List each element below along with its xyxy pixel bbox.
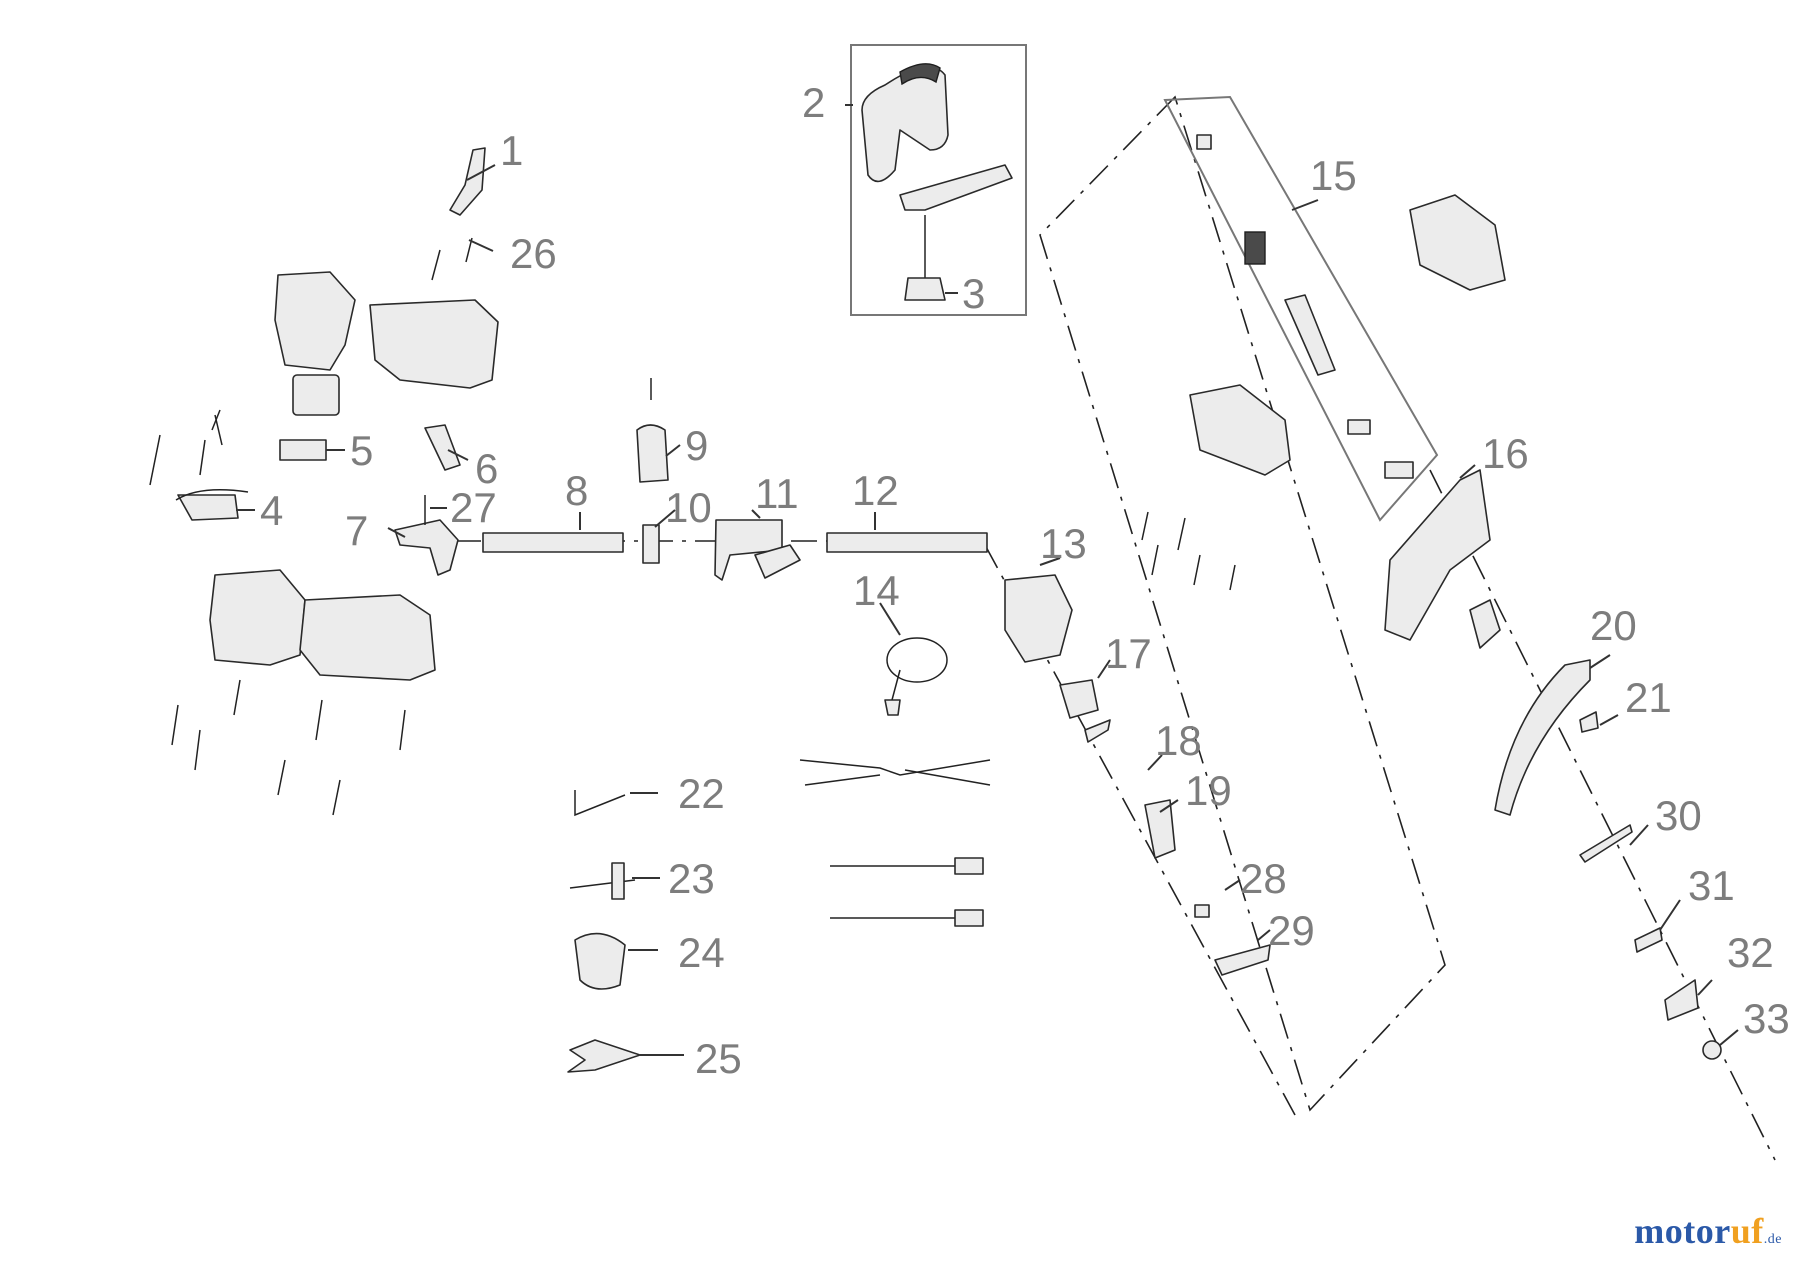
part-12-tube	[826, 532, 988, 553]
part-1-clip	[449, 147, 486, 216]
gearbox-cover-lower	[1189, 384, 1291, 476]
part-6-lever	[424, 424, 461, 471]
label-3: 3	[962, 270, 985, 317]
label-25: 25	[695, 1035, 742, 1082]
part-9-bracket	[636, 424, 669, 483]
label-1: 1	[500, 127, 523, 174]
part-4-terminal	[177, 494, 239, 521]
part-13-gear-housing	[1004, 574, 1073, 663]
part-5-plate	[279, 439, 327, 461]
label-33: 33	[1743, 995, 1790, 1042]
label-30: 30	[1655, 792, 1702, 839]
label-11: 11	[755, 470, 799, 517]
part-14-cable	[884, 637, 948, 716]
label-8: 8	[565, 467, 588, 514]
part-16-guard	[1384, 469, 1491, 641]
loop-handle-part	[861, 63, 1013, 301]
label-5: 5	[350, 427, 373, 474]
part-23-wrench	[569, 862, 636, 900]
part-17-bracket	[1059, 679, 1099, 719]
part-16-clip	[1469, 599, 1501, 649]
motor-housing-left-upper	[274, 271, 356, 371]
head-screws	[1141, 511, 1236, 591]
part-20-guard	[1494, 659, 1591, 816]
part-4-wire	[175, 489, 249, 501]
gearbox-cover-upper	[1409, 194, 1506, 291]
leader-lines	[236, 104, 1739, 1056]
part-24-spool	[574, 932, 626, 990]
label-9: 9	[685, 422, 708, 469]
motor-housing-left-lower	[209, 569, 306, 666]
label-24: 24	[678, 929, 725, 976]
label-29: 29	[1268, 907, 1315, 954]
label-19: 19	[1185, 767, 1232, 814]
logo-accent: uf	[1730, 1211, 1764, 1251]
part-7-trigger	[394, 519, 459, 576]
label-13: 13	[1040, 520, 1087, 567]
part-10-clip	[642, 524, 660, 564]
label-21: 21	[1625, 674, 1672, 721]
part-11-lever	[754, 544, 801, 579]
part-25-blade	[567, 1039, 641, 1073]
part-29-flange	[1214, 944, 1271, 976]
label-26: 26	[510, 230, 557, 277]
part-30-washer	[1579, 824, 1633, 863]
left-small-screws	[149, 409, 223, 486]
label-22: 22	[678, 770, 725, 817]
shaft-group-box	[1163, 95, 1439, 522]
label-31: 31	[1688, 862, 1735, 909]
part-15-drive-shaft	[1196, 134, 1414, 479]
drive-group-dash-box	[1039, 95, 1446, 1112]
label-6: 6	[475, 445, 498, 492]
logo-tld: .de	[1763, 1232, 1782, 1247]
part-31-washer	[1634, 927, 1663, 953]
housing-screws	[171, 679, 406, 816]
label-23: 23	[668, 855, 715, 902]
part-32-cap	[1664, 979, 1699, 1021]
logo-main: motor	[1634, 1211, 1731, 1251]
label-2: 2	[802, 79, 825, 126]
label-32: 32	[1727, 929, 1774, 976]
part-19-spindle	[1144, 799, 1176, 859]
part-18-washer	[1084, 719, 1111, 743]
label-10: 10	[665, 484, 712, 531]
label-27: 27	[450, 484, 497, 531]
label-20: 20	[1590, 602, 1637, 649]
part-28-nut	[1194, 904, 1210, 918]
label-4: 4	[260, 487, 283, 534]
motoruf-logo: motoruf.de	[1634, 1210, 1782, 1252]
motor-housing-right-upper	[369, 299, 499, 389]
handle-group-box	[850, 44, 1027, 316]
label-7: 7	[345, 507, 368, 554]
label-17: 17	[1105, 630, 1152, 677]
trimmer-lines	[799, 759, 991, 927]
label-14: 14	[853, 567, 900, 614]
part-26-screws	[431, 237, 473, 281]
switch-block	[292, 374, 340, 416]
part-11-clamp	[714, 519, 783, 581]
part-21-blade	[1579, 711, 1599, 733]
label-16: 16	[1482, 430, 1529, 477]
label-28: 28	[1240, 855, 1287, 902]
part-33-nut	[1702, 1040, 1722, 1060]
label-18: 18	[1155, 717, 1202, 764]
guard-axis-line	[1429, 469, 1776, 1161]
label-15: 15	[1310, 152, 1357, 199]
label-12: 12	[852, 467, 899, 514]
motor-housing-right-lower	[299, 594, 436, 681]
part-8-tube	[482, 532, 624, 553]
part-labels: 1 2 3 4 5 6 7 8 9 10 11 12 13 14 15 16 1…	[260, 79, 1790, 1082]
part-22-hex-key	[574, 790, 626, 817]
